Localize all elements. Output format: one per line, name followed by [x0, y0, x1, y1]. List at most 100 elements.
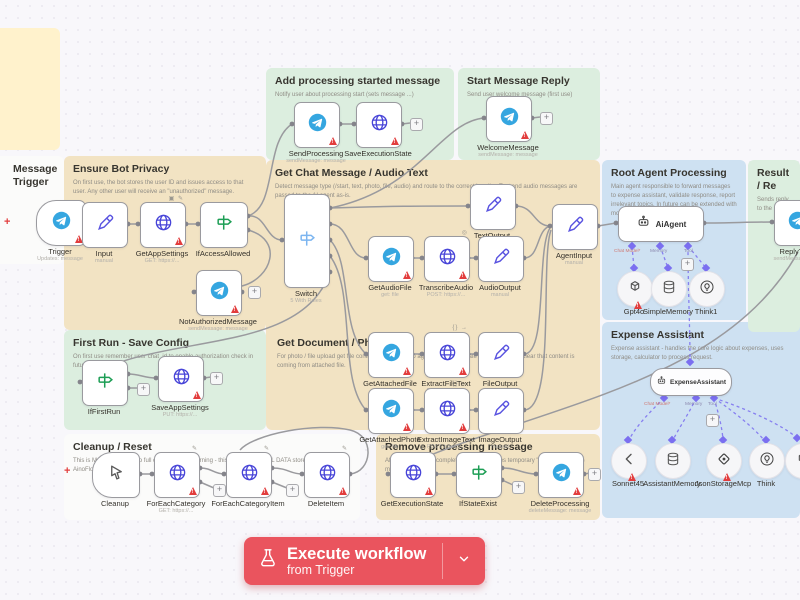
robot-icon	[636, 214, 651, 234]
node-if-access-allowed[interactable]	[200, 202, 248, 248]
subnode-simple-memory[interactable]	[651, 271, 687, 307]
node-get-app-settings[interactable]: ▣ ✎	[140, 196, 186, 248]
node-for-each-category-item[interactable]: ✎	[226, 446, 272, 498]
sticky-description: Send user welcome message (first use)	[467, 92, 573, 99]
gpt-icon	[795, 451, 800, 472]
warning-icon	[261, 487, 269, 495]
warning-icon	[634, 301, 642, 309]
add-node-plus-button[interactable]: +	[286, 484, 299, 497]
pencil-icon	[492, 343, 511, 367]
node-agent-input[interactable]	[552, 204, 598, 250]
subnode-json-storage-mcp[interactable]	[706, 443, 742, 481]
globe-icon	[404, 463, 423, 487]
node-mini-icons: ◎	[461, 230, 468, 236]
globe-icon	[172, 367, 191, 391]
execute-workflow-main[interactable]: Execute workflow from Trigger	[244, 537, 442, 585]
if-icon	[470, 463, 489, 487]
globe-icon	[438, 399, 457, 423]
telegram-icon	[552, 463, 571, 487]
subnode-sonnet45[interactable]	[611, 443, 647, 481]
node-not-authorized-message[interactable]	[196, 270, 242, 316]
add-node-plus-button[interactable]: +	[588, 468, 601, 481]
node-if-state-exist[interactable]	[456, 452, 502, 498]
node-welcome-message[interactable]	[486, 96, 532, 142]
warning-icon	[628, 473, 636, 481]
sticky-title: Message Trigger	[13, 163, 58, 189]
node-image-output[interactable]	[478, 388, 524, 434]
node-delete-item[interactable]: ✎	[304, 446, 350, 498]
node-save-app-settings[interactable]	[158, 356, 204, 402]
node-get-attached-photo[interactable]	[368, 388, 414, 434]
node-audio-output[interactable]	[478, 236, 524, 282]
node-extract-image-text[interactable]: {} →	[424, 381, 470, 434]
node-reply-text[interactable]	[774, 200, 800, 246]
db-icon	[661, 279, 677, 300]
think-icon	[699, 279, 715, 300]
execute-button-sublabel: from Trigger	[287, 562, 355, 577]
agent-port-label: Tool	[708, 402, 717, 407]
node-switch[interactable]	[284, 194, 330, 288]
subnode-gpt4o[interactable]	[617, 271, 653, 309]
globe-icon	[240, 463, 259, 487]
node-if-first-run[interactable]	[82, 360, 128, 406]
node-extract-file-text[interactable]: {} →	[424, 325, 470, 378]
node-expense-assistant[interactable]: ExpenseAssistant	[650, 368, 732, 396]
sticky-note-yellow-note[interactable]	[0, 28, 60, 150]
if-icon	[96, 371, 115, 395]
warning-icon	[723, 473, 731, 481]
node-file-output[interactable]	[478, 332, 524, 378]
cursor-icon	[107, 463, 126, 487]
button-divider	[442, 543, 444, 579]
warning-icon	[459, 271, 467, 279]
think-icon	[759, 451, 775, 472]
add-node-plus-button[interactable]: +	[540, 112, 553, 125]
subnode-think[interactable]	[749, 443, 785, 479]
globe-icon	[154, 213, 173, 237]
globe-icon	[168, 463, 187, 487]
node-transcribe-audio[interactable]: ◎	[424, 230, 470, 282]
add-node-plus-button[interactable]: +	[410, 118, 423, 131]
warning-icon	[403, 271, 411, 279]
node-delete-processing[interactable]	[538, 452, 584, 498]
node-for-each-category[interactable]: ✎	[154, 446, 200, 498]
add-node-plus-button[interactable]: +	[213, 484, 226, 497]
sticky-description: Notify user about processing start (sets…	[275, 92, 414, 99]
add-node-plus-button[interactable]: +	[210, 372, 223, 385]
node-trigger[interactable]	[36, 200, 86, 246]
node-get-audio-file[interactable]	[368, 236, 414, 282]
node-ai-agent[interactable]: AiAgent	[618, 206, 704, 242]
node-input[interactable]	[82, 202, 128, 248]
telegram-icon	[382, 247, 401, 271]
subnode-assistant-memory[interactable]	[655, 443, 691, 479]
telegram-icon	[382, 343, 401, 367]
node-send-processing[interactable]	[294, 102, 340, 148]
add-node-plus-button[interactable]: +	[512, 481, 525, 494]
execute-workflow-button[interactable]: Execute workflow from Trigger	[244, 537, 486, 585]
node-get-execution-state[interactable]: 1 →	[390, 445, 436, 498]
warning-icon	[175, 237, 183, 245]
pencil-icon	[492, 247, 511, 271]
execute-button-label: Execute workflow	[287, 544, 427, 563]
node-text-output[interactable]	[470, 184, 516, 230]
node-save-execution-state[interactable]	[356, 102, 402, 148]
add-node-plus-button[interactable]: +	[681, 258, 694, 271]
pencil-icon	[96, 213, 115, 237]
warning-icon	[189, 487, 197, 495]
add-node-plus-button[interactable]: +	[137, 383, 150, 396]
warning-icon	[403, 367, 411, 375]
telegram-icon	[788, 211, 800, 235]
subnode-think1[interactable]	[689, 271, 725, 307]
add-node-plus-button[interactable]: +	[706, 414, 719, 427]
agent-port-label: Memory	[650, 249, 668, 254]
add-node-plus-button[interactable]: +	[248, 286, 261, 299]
execute-options-chevron[interactable]	[443, 537, 485, 585]
warning-icon	[391, 137, 399, 145]
warning-icon	[339, 487, 347, 495]
sticky-title: Ensure Bot Privacy	[73, 163, 170, 175]
db-icon	[665, 451, 681, 472]
node-get-attached-file[interactable]	[368, 332, 414, 378]
node-cleanup[interactable]	[92, 452, 140, 498]
